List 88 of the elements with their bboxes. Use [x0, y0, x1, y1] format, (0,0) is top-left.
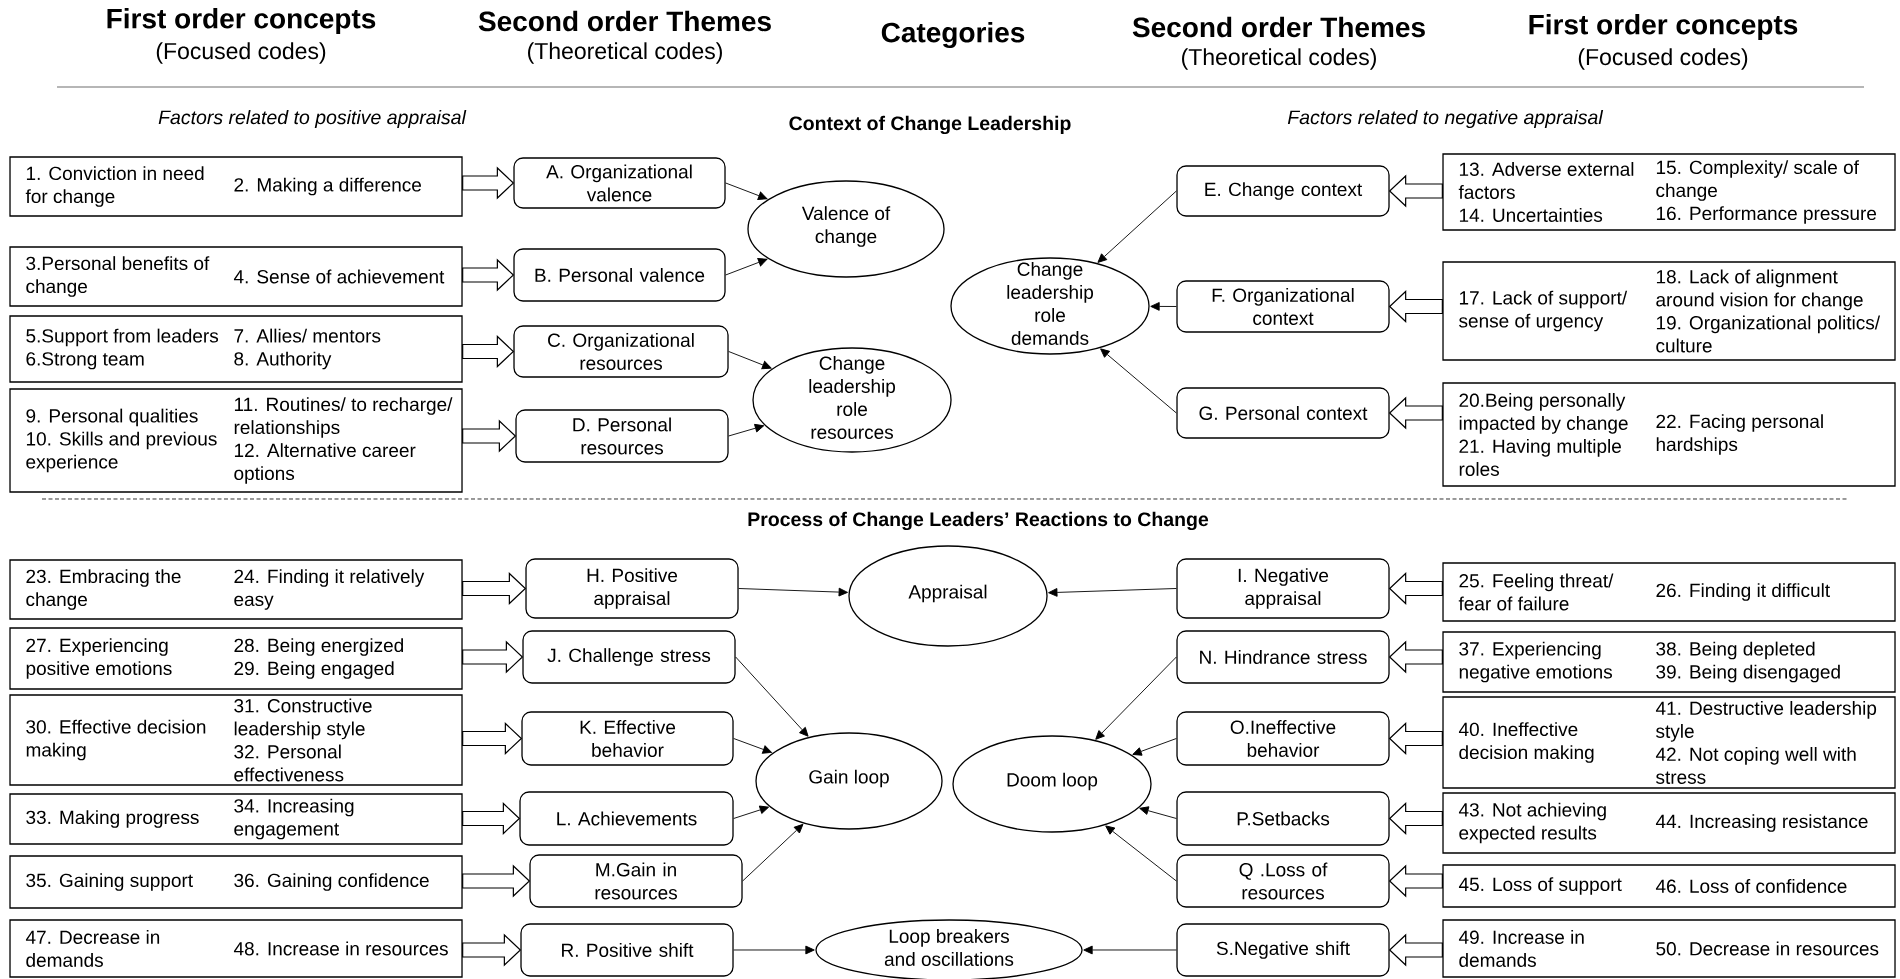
theme-box: C. Organizational resources [513, 325, 729, 378]
code-box: 47. Decrease in demands 48. Increase in resources [9, 919, 463, 978]
theme-box: D. Personal resources [515, 409, 729, 463]
theme-box: Q .Loss of resources [1176, 854, 1390, 908]
code-box: 27. Experiencing positive emotions 28. Being energized 29. Being engaged [9, 627, 463, 690]
column-subheading: (Focused codes) [1578, 48, 1748, 70]
column-heading: Second order Themes [1132, 16, 1425, 38]
arrow [1097, 190, 1177, 263]
arrow [725, 182, 768, 200]
theme-box: B. Personal valence [513, 248, 726, 302]
code-box: 35. Gaining support 36. Gaining confidence [9, 855, 463, 909]
code-box: 43. Not achieving expected results 44. Increasing resistance [1442, 792, 1896, 854]
block-arrow [462, 722, 523, 755]
block-arrow [1388, 290, 1443, 323]
column-subheading: (Focused codes) [156, 42, 326, 64]
group-caption: Factors related to negative appraisal [1287, 109, 1604, 129]
code-box: 37. Experiencing negative emotions 38. Being depleted 39. Being disengaged [1442, 631, 1896, 693]
block-arrow [1388, 722, 1443, 755]
arrow [1100, 348, 1177, 414]
theme-box: J. Challenge stress [522, 630, 736, 684]
block-arrow [1388, 864, 1443, 898]
theme-box: M.Gain in resources [529, 854, 743, 908]
block-arrow [462, 419, 517, 453]
block-arrow [1388, 572, 1443, 605]
column-subheading: (Theoretical codes) [528, 42, 722, 64]
column-subheading: (Theoretical codes) [1182, 48, 1376, 70]
arrow [728, 423, 765, 437]
section-title: Process of Change Leaders’ Reactions to Change [748, 511, 1209, 531]
theme-box: S.Negative shift [1176, 923, 1390, 977]
arrow [728, 351, 772, 370]
code-box: 30. Effective decision making 31. Constructive leadership style 32. Personal effectiveness [9, 694, 463, 786]
arrow [1095, 656, 1177, 740]
column-heading: First order concepts [107, 7, 376, 35]
arrow [1083, 945, 1177, 955]
theme-box: O.Ineffective behavior [1176, 711, 1390, 766]
arrow [1105, 825, 1177, 882]
block-arrow [1388, 174, 1443, 208]
code-box: 25. Feeling threat/ fear of failure 26. Finding it difficult [1442, 562, 1896, 622]
arrow [742, 823, 804, 882]
theme-box: P.Setbacks [1176, 791, 1390, 846]
block-arrow [462, 166, 515, 200]
code-box: 40. Ineffective decision making 41. Destructive leadership style 42. Not coping well with stress [1442, 696, 1896, 789]
theme-box: F. Organizational context [1176, 280, 1390, 333]
code-box: 3.Personal benefits of change 4. Sense of achievement [9, 246, 463, 307]
code-box: 33. Making progress 34. Increasing engagement [9, 793, 463, 845]
block-arrow [462, 335, 515, 368]
column-heading: Second order Themes [478, 10, 771, 32]
arrow [1132, 738, 1177, 756]
block-arrow [1388, 396, 1443, 430]
block-arrow [1388, 933, 1443, 967]
theme-box: G. Personal context [1176, 387, 1390, 439]
block-arrow [462, 640, 524, 674]
arrow [1150, 302, 1177, 311]
code-box: 1. Conviction in need for change 2. Making a difference [9, 156, 463, 217]
block-arrow [462, 258, 515, 292]
theme-box: L. Achievements [519, 791, 734, 846]
theme-box: A. Organizational valence [513, 157, 726, 209]
block-arrow [462, 933, 522, 967]
theme-box: I. Negative appraisal [1176, 558, 1390, 619]
block-arrow [462, 864, 531, 898]
section-title: Context of Change Leadership [789, 115, 1071, 135]
theme-box: R. Positive shift [520, 923, 734, 977]
arrow [738, 587, 848, 597]
theme-box: N. Hindrance stress [1176, 630, 1390, 684]
arrow [735, 656, 809, 737]
code-box: 20.Being personally impacted by change 21. Having multiple roles 22. Facing personal hardships [1442, 382, 1896, 487]
code-box: 5.Support from leaders 6.Strong team 7. Allies/ mentors 8. Authority [9, 315, 463, 383]
block-arrow [462, 572, 527, 605]
block-arrow [1388, 802, 1443, 835]
arrow [1048, 588, 1177, 597]
group-caption: Factors related to positive appraisal [158, 109, 467, 129]
arrow [733, 805, 770, 819]
code-box: 13. Adverse external factors 14. Uncertainties 15. Complexity/ scale of change 16. Performance pressure [1442, 153, 1896, 231]
code-box: 49. Increase in demands 50. Decrease in resources [1442, 919, 1896, 978]
column-heading: First order concepts [1529, 13, 1798, 41]
arrow [733, 738, 773, 754]
theme-box: E. Change context [1176, 165, 1390, 217]
theme-box: H. Positive appraisal [525, 558, 739, 619]
column-heading: Categories [881, 21, 1025, 49]
code-box: 23. Embracing the change 24. Finding it relatively easy [9, 559, 463, 620]
theme-box: K. Effective behavior [521, 711, 734, 766]
code-box: 45. Loss of support 46. Loss of confidence [1442, 864, 1896, 908]
block-arrow [1388, 640, 1443, 674]
arrow [733, 945, 815, 955]
arrow [725, 258, 768, 276]
block-arrow [462, 802, 521, 835]
code-box: 17. Lack of support/ sense of urgency 18. Lack of alignment around vision for change 19. Organizational politics/ culture [1442, 261, 1896, 361]
arrow [1139, 806, 1177, 819]
